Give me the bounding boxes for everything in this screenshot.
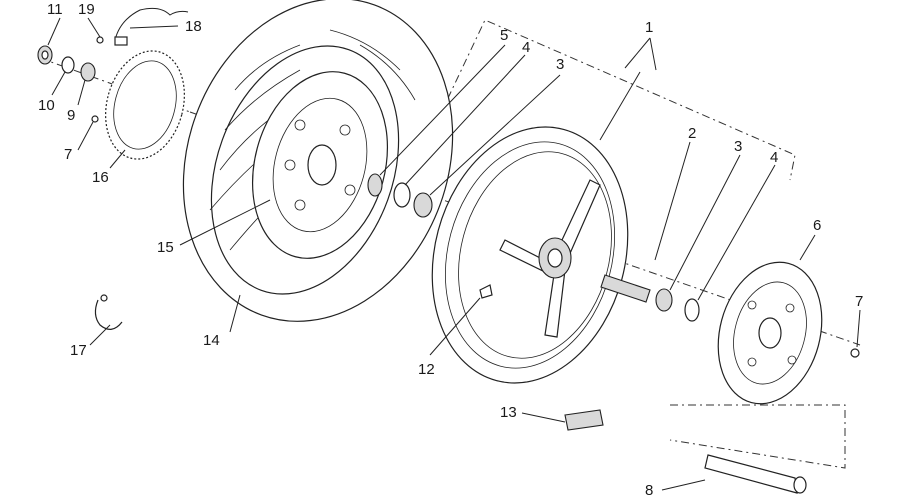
callout-2: 2 bbox=[688, 125, 697, 142]
bearings-spacers bbox=[367, 173, 700, 322]
callout-4-left: 4 bbox=[522, 39, 531, 56]
tyre-part-14 bbox=[182, 0, 454, 322]
callout-3-right: 3 bbox=[734, 138, 743, 155]
axle-part-8 bbox=[669, 404, 846, 494]
callout-7-right: 7 bbox=[855, 293, 864, 310]
callout-1: 1 bbox=[645, 19, 654, 36]
callout-9: 9 bbox=[67, 107, 76, 124]
callout-13: 13 bbox=[500, 404, 517, 421]
callout-15: 15 bbox=[157, 239, 174, 256]
callout-14: 14 bbox=[203, 332, 220, 349]
brake-disc-part-6 bbox=[717, 261, 860, 405]
callout-19: 19 bbox=[78, 1, 95, 18]
callout-12: 12 bbox=[418, 361, 435, 378]
callout-17: 17 bbox=[70, 342, 87, 359]
wheel-rim-part-1 bbox=[431, 126, 651, 384]
callout-4-right: 4 bbox=[770, 149, 779, 166]
callout-10: 10 bbox=[38, 97, 55, 114]
abs-ring-part-16 bbox=[105, 50, 185, 160]
callout-7-left: 7 bbox=[64, 146, 73, 163]
callout-3-left: 3 bbox=[556, 56, 565, 73]
small-parts-left bbox=[37, 7, 189, 123]
assembly-bracket bbox=[439, 19, 796, 181]
callout-11: 11 bbox=[47, 1, 63, 18]
callout-18: 18 bbox=[185, 18, 202, 35]
brake-disc-part-15 bbox=[251, 71, 389, 259]
callout-16: 16 bbox=[92, 169, 109, 186]
leader-lines bbox=[47, 17, 861, 491]
misc-small-parts bbox=[94, 284, 604, 431]
callout-8: 8 bbox=[645, 482, 654, 499]
callout-5: 5 bbox=[500, 27, 509, 44]
callout-6: 6 bbox=[813, 217, 822, 234]
